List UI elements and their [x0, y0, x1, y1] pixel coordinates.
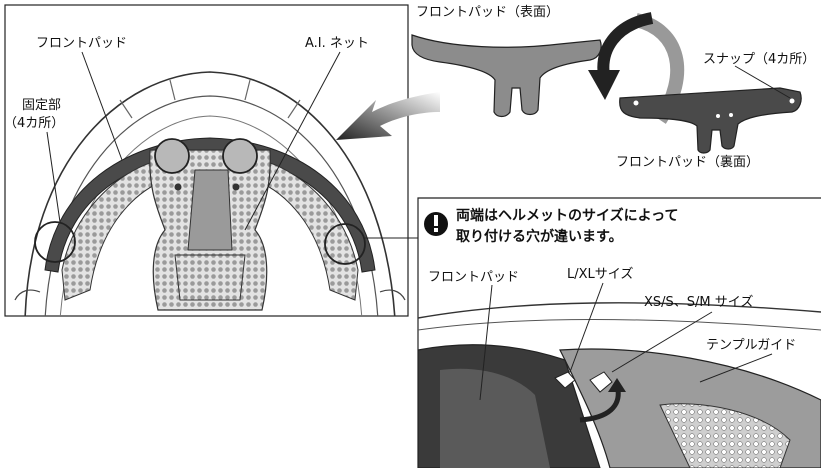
helmet-interior-panel [4, 4, 409, 317]
flip-arrow-head [588, 70, 620, 100]
detail-panel [365, 197, 821, 468]
exclamation-circle-icon [424, 212, 448, 236]
front-pad-back-label: フロントパッド（裏面） [616, 155, 760, 170]
fixing-point-circle [34, 221, 76, 263]
size-xs-sm-label: XS/S、S/M サイズ [644, 295, 754, 310]
fixing-point-circle [222, 138, 258, 174]
fixing-point-circle [154, 138, 190, 174]
note-line-2: 取り付ける穴が違います。 [456, 229, 623, 245]
note-line-1: 両端はヘルメットのサイズによって [456, 208, 679, 224]
front-pad-label: フロントパッド [36, 36, 128, 51]
fixing-part-count-label: （4カ所） [4, 116, 65, 131]
helmet-shell-outer [24, 71, 396, 316]
front-pad-detail-label: フロントパッド [428, 270, 520, 285]
snap-label: スナップ（4カ所） [703, 52, 816, 67]
front-pad-surface-label: フロントパッド（表面） [416, 5, 560, 20]
temple-guide-label: テンプルガイド [706, 338, 797, 353]
insert-direction-arrow [336, 92, 440, 140]
size-lxl-label: L/XLサイズ [567, 267, 634, 282]
front-pad-back-illustration [619, 65, 802, 154]
ai-net-label: A.I. ネット [305, 36, 369, 51]
fixing-part-label: 固定部 [22, 98, 62, 113]
fixing-point-circle [324, 223, 366, 265]
